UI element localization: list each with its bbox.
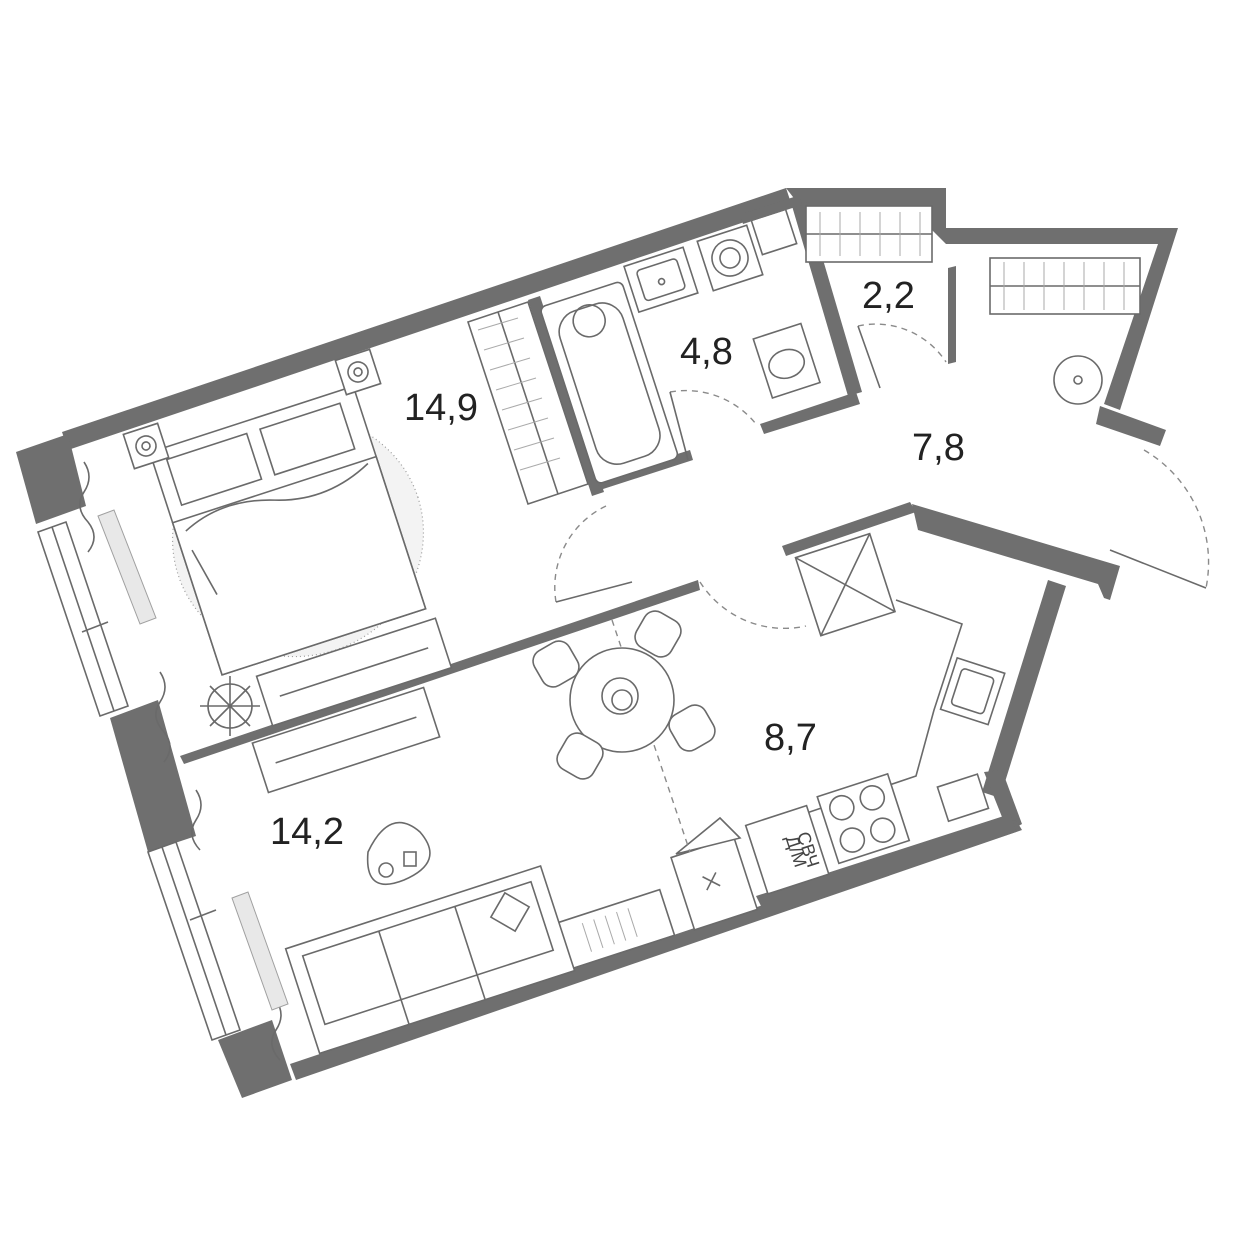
walk-in-closet: [805, 205, 1141, 315]
kitchen-furniture: СВЧ Д/М: [552, 532, 1006, 971]
washing-machine-icon: [696, 224, 764, 292]
appliance-block: СВЧ Д/М: [744, 804, 830, 895]
coffee-table: [366, 821, 431, 885]
bedroom-wardrobe: [466, 300, 590, 506]
hall-area: 7,8: [912, 427, 965, 469]
tv-console: [251, 686, 441, 794]
living-furniture: [191, 686, 576, 1061]
nightstand-left: [122, 422, 170, 470]
bathroom-fixtures: [540, 224, 822, 484]
toilet-icon: [752, 322, 822, 399]
living-area: 14,2: [270, 811, 344, 853]
outer-walls: [16, 188, 1178, 1098]
area-labels: 14,9 4,8 2,2 7,8 8,7 14,2: [270, 275, 965, 853]
kitchen-area: 8,7: [764, 717, 817, 759]
nightstand-right: [334, 348, 382, 396]
dresser: [255, 617, 453, 727]
plant-icon: [200, 676, 260, 736]
bedroom-area: 14,9: [404, 387, 478, 429]
bathtub: [540, 281, 679, 484]
sink-icon: [623, 246, 699, 314]
radiator: [97, 509, 157, 625]
windows: [36, 520, 242, 1042]
bathroom-area: 4,8: [680, 331, 733, 373]
hob-icon: [816, 772, 911, 865]
doors: [554, 323, 1210, 630]
hall-round-table: [1053, 355, 1103, 405]
fridge: [794, 532, 897, 637]
wardrobe-area: 2,2: [862, 275, 915, 317]
dining-table: [532, 610, 716, 780]
kitchen-sink-icon: [939, 656, 1006, 726]
living-radiator-left: [231, 891, 289, 1011]
bed: [148, 385, 427, 676]
bedroom-furniture: [79, 300, 590, 763]
